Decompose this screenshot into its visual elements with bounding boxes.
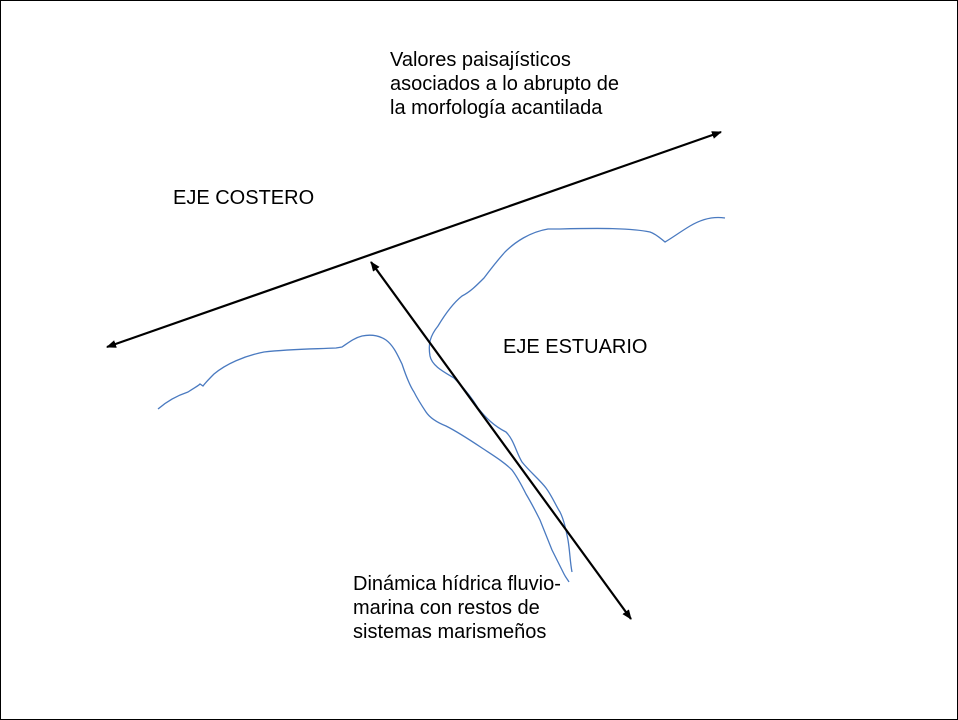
fluvio-marine-dynamics-note: Dinámica hídrica fluvio- marina con rest… [353, 572, 561, 644]
fluvio-marine-dynamics-note-line-2: marina con restos de [353, 597, 540, 619]
coastline-south-bank [157, 334, 570, 583]
landscape-values-note: Valores paisajísticos asociados a lo abr… [390, 48, 619, 120]
fluvio-marine-dynamics-note-line-3: sistemas marismeños [353, 621, 547, 643]
coastline-north-bank [428, 216, 726, 573]
landscape-values-note-line-2: asociados a lo abrupto de [390, 73, 620, 95]
landscape-values-note-line-1: Valores paisajísticos [390, 49, 571, 71]
coastal-axis-label: EJE COSTERO [173, 187, 315, 209]
landscape-values-note-line-3: la morfología acantilada [390, 97, 603, 119]
coastal-axis-arrow [106, 130, 722, 349]
estuary-axis-label: EJE ESTUARIO [503, 336, 648, 358]
fluvio-marine-dynamics-note-line-1: Dinámica hídrica fluvio- [353, 573, 561, 595]
estuary-axis-arrow [370, 261, 632, 620]
